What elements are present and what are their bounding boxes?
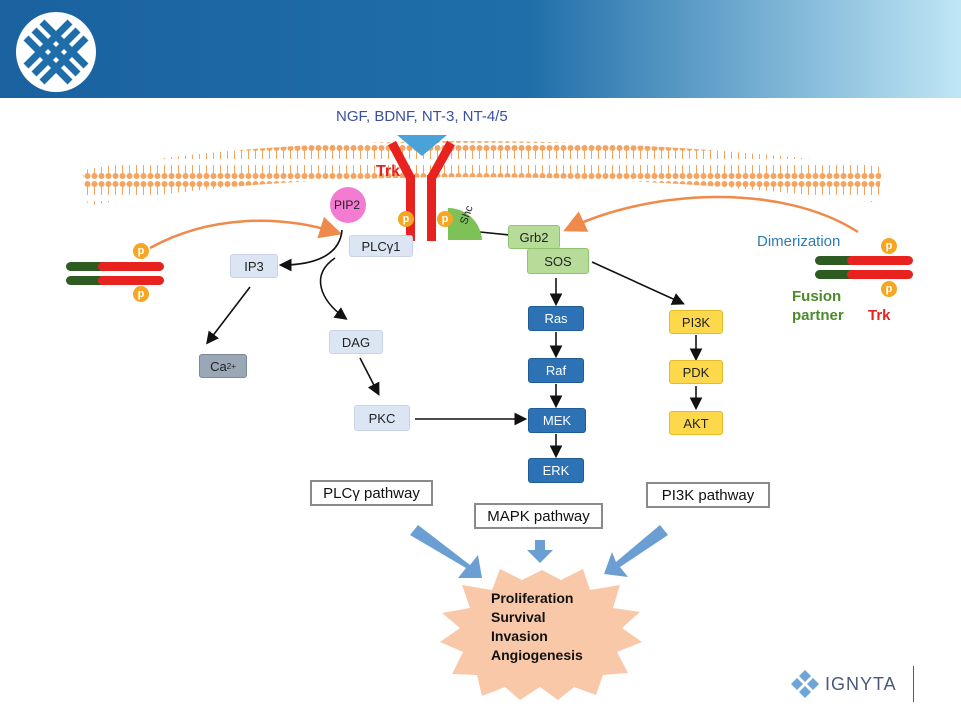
mapk-pathway-label: MAPK pathway <box>474 503 603 529</box>
pip2-node <box>330 187 366 223</box>
erk-node: ERK <box>528 458 584 483</box>
plc-node: PLCγ1 <box>349 235 413 257</box>
phospho-icon: p <box>881 238 897 254</box>
calcium-symbol: Ca <box>210 358 227 374</box>
calcium-charge: 2+ <box>226 361 236 371</box>
outcome-item: Proliferation <box>491 590 574 606</box>
company-logo: IGNYTA <box>789 664 914 704</box>
logo-mark-icon <box>791 670 819 698</box>
grb2-node: Grb2 <box>508 225 560 249</box>
phospho-icon: p <box>398 211 414 227</box>
ligand-label: NGF, BDNF, NT-3, NT-4/5 <box>336 108 508 125</box>
phospho-icon: p <box>133 243 149 259</box>
fusion-left <box>66 262 164 285</box>
pdk-node: PDK <box>669 360 723 384</box>
sos-node: SOS <box>527 248 589 274</box>
plc-pathway-label: PLCγ pathway <box>310 480 433 506</box>
logo-divider <box>913 666 914 702</box>
receptor-label: Trk <box>376 163 401 180</box>
ip3-node: IP3 <box>230 254 278 278</box>
pathway-arrows <box>410 525 668 578</box>
fusion-right <box>815 256 913 279</box>
signal-arrows <box>206 228 703 459</box>
phospho-icon: p <box>437 211 453 227</box>
phospho-icon: p <box>133 286 149 302</box>
mek-node: MEK <box>528 408 586 433</box>
outcome-burst <box>440 569 642 700</box>
fusion-partner-line2: partner <box>792 307 844 324</box>
dag-node: DAG <box>329 330 383 354</box>
fusion-partner-line1: Fusion <box>792 288 842 305</box>
pip2-label: PIP2 <box>334 198 361 212</box>
phospho-icon: p <box>881 281 897 297</box>
header-bar <box>0 0 961 98</box>
outcome-item: Angiogenesis <box>491 647 583 663</box>
pi3k-pathway-label: PI3K pathway <box>646 482 770 508</box>
shc-node <box>448 207 482 240</box>
outcome-item: Invasion <box>491 628 548 644</box>
outcome-item: Survival <box>491 609 546 625</box>
ras-node: Ras <box>528 306 584 331</box>
raf-node: Raf <box>528 358 584 383</box>
akt-node: AKT <box>669 411 723 435</box>
outcome-list: Proliferation Survival Invasion Angiogen… <box>491 589 583 665</box>
fusion-trk-label: Trk <box>868 307 891 324</box>
left-curve-arrow <box>149 216 343 250</box>
pi3k-node: PI3K <box>669 310 723 334</box>
cell-membrane <box>81 141 883 206</box>
trk-receptor <box>388 135 455 241</box>
right-curve-arrow <box>563 195 859 234</box>
logo-text: IGNYTA <box>825 673 897 694</box>
dimerization-label: Dimerization <box>757 233 841 250</box>
corner-logo <box>12 8 100 96</box>
pkc-node: PKC <box>354 405 410 431</box>
